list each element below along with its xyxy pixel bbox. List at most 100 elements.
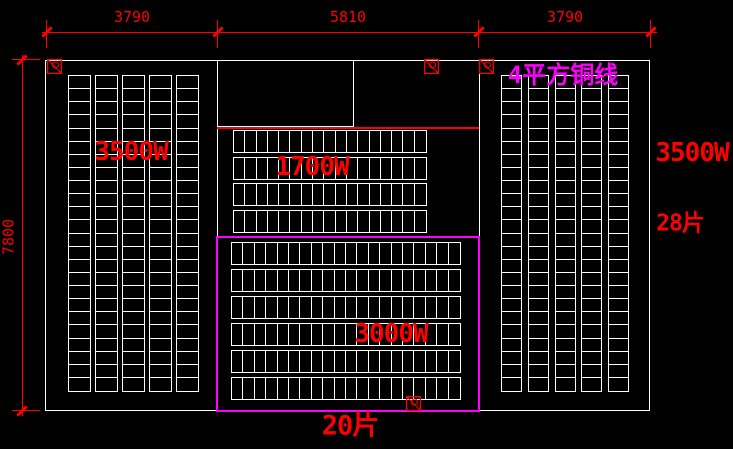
mat-cell: [370, 157, 381, 179]
mat-cell: [96, 220, 117, 234]
mat-cell: [69, 168, 90, 181]
top-dimension-line: [42, 32, 657, 33]
mat-cell: [502, 299, 521, 313]
mat-cell: [437, 324, 449, 345]
mat-cell: [289, 270, 301, 291]
mat-cell: [555, 220, 575, 234]
mat-cell: [437, 351, 449, 372]
mat-cell: [555, 325, 575, 339]
mat-cell: [502, 194, 521, 208]
mat-cell: [177, 181, 198, 195]
mat-cell: [357, 378, 369, 399]
mat-cell: [69, 115, 90, 129]
mat-cell: [69, 365, 90, 378]
mat-cell: [609, 378, 628, 391]
mat-cell: [150, 129, 171, 142]
mat-cell: [232, 243, 244, 264]
mat-cell: [234, 210, 246, 232]
mat-cell: [609, 273, 628, 286]
mat-cell: [243, 351, 255, 372]
mat-cell: [279, 184, 291, 206]
mat-cell: [123, 234, 144, 247]
heating-mat-strip: [527, 75, 549, 392]
mat-cell: [582, 352, 602, 365]
mat-cell: [177, 115, 198, 129]
mat-cell: [381, 157, 393, 179]
mat-cell: [555, 102, 575, 116]
mat-cell: [96, 234, 117, 247]
mat-cell: [449, 297, 460, 318]
mat-cell: [278, 297, 289, 318]
heating-mat-strip: [581, 75, 603, 392]
mat-cell: [528, 234, 548, 247]
mat-cell: [528, 142, 548, 155]
mat-cell: [346, 378, 358, 399]
mat-cell: [414, 270, 426, 291]
mat-cell: [380, 351, 392, 372]
right-pieces-label: 28片: [656, 210, 705, 237]
mat-cell: [243, 324, 255, 345]
mat-cell: [300, 378, 312, 399]
mat-cell: [415, 184, 426, 205]
mat-cell: [528, 155, 548, 168]
mat-cell: [123, 286, 144, 300]
mat-cell: [502, 339, 521, 352]
mat-cell: [555, 352, 575, 365]
mat-cell: [582, 220, 602, 234]
mat-cell: [150, 352, 171, 365]
mat-cell: [403, 131, 415, 152]
mat-cell: [313, 210, 325, 232]
mat-cell: [279, 210, 291, 232]
mat-cell: [123, 102, 144, 116]
mat-cell: [437, 297, 449, 318]
mat-cell: [555, 194, 575, 208]
sensor-marker-icon: [405, 395, 422, 412]
mat-cell: [300, 324, 312, 345]
mat-cell: [278, 351, 289, 372]
mat-cell: [555, 76, 575, 90]
mat-cell: [426, 324, 438, 345]
mat-cell: [323, 270, 335, 291]
mat-cell: [555, 234, 575, 247]
mat-cell: [232, 351, 244, 372]
mat-cell: [415, 131, 426, 152]
mat-cell: [150, 339, 171, 352]
mat-cell: [123, 365, 144, 378]
mat-cell: [335, 351, 346, 372]
mat-cell: [69, 273, 90, 286]
mat-cell: [582, 365, 602, 378]
mat-cell: [369, 243, 381, 264]
mat-cell: [358, 131, 370, 152]
mat-cell: [257, 210, 268, 232]
mat-cell: [324, 184, 336, 206]
mat-cell: [69, 339, 90, 352]
mat-cell: [502, 76, 521, 90]
mat-cell: [177, 76, 198, 90]
mat-cell: [335, 378, 346, 399]
mat-cell: [347, 131, 359, 152]
mat-cell: [150, 365, 171, 378]
mat-cell: [582, 260, 602, 273]
mat-cell: [528, 115, 548, 129]
mat-cell: [582, 299, 602, 313]
mat-cell: [380, 297, 392, 318]
mat-cell: [69, 299, 90, 313]
mat-cell: [96, 273, 117, 286]
mat-cell: [302, 131, 314, 152]
mat-cell: [502, 155, 521, 168]
mat-cell: [96, 325, 117, 339]
mat-cell: [392, 270, 403, 291]
mat-cell: [582, 234, 602, 247]
mat-cell: [96, 181, 117, 195]
mat-cell: [232, 270, 244, 291]
heating-mat-strip: [501, 75, 522, 392]
mat-cell: [234, 157, 246, 179]
mat-cell: [234, 184, 246, 206]
mat-cell: [266, 297, 278, 318]
heating-mat-strip: [554, 75, 576, 392]
mat-cell: [555, 365, 575, 378]
mat-cell: [426, 243, 438, 264]
mat-cell: [336, 184, 347, 206]
mat-cell: [609, 365, 628, 378]
